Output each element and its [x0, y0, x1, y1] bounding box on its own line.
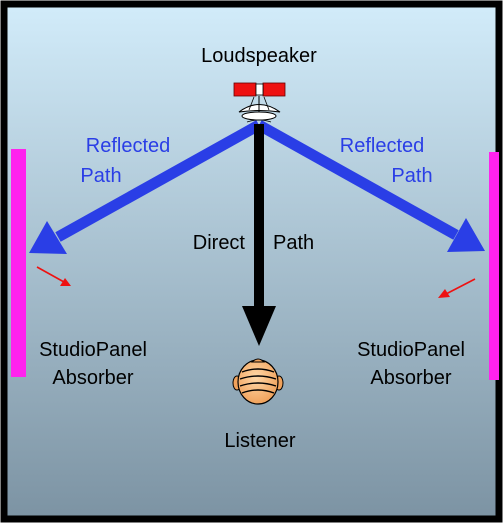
direct-path-label-word2: Path	[273, 232, 314, 254]
reflected-path-right-arrow	[256, 120, 485, 252]
loudspeaker-label: Loudspeaker	[201, 45, 317, 67]
reflection-arrow-left	[36, 266, 71, 286]
absorber-right-label-line2: Absorber	[370, 367, 451, 389]
reflected-path-left-arrow	[29, 120, 262, 254]
direct-path-label-word1: Direct	[193, 232, 246, 254]
loudspeaker-icon	[233, 82, 286, 123]
absorber-panel-left	[11, 149, 26, 377]
reflected-path-right-label-line2: Path	[391, 165, 432, 187]
reflected-path-left-label-line1: Reflected	[86, 135, 171, 157]
reflection-arrow-right	[438, 278, 476, 298]
absorber-panel-right	[489, 152, 499, 380]
absorber-left-label-line2: Absorber	[52, 367, 133, 389]
direct-path-arrow	[242, 124, 276, 346]
listener-label: Listener	[224, 430, 295, 452]
listener-head-icon	[232, 358, 284, 405]
absorber-right-label-line1: StudioPanel	[357, 339, 465, 361]
reflected-path-right-label-line1: Reflected	[340, 135, 425, 157]
absorber-left-label-line1: StudioPanel	[39, 339, 147, 361]
reflected-path-left-label-line2: Path	[80, 165, 121, 187]
